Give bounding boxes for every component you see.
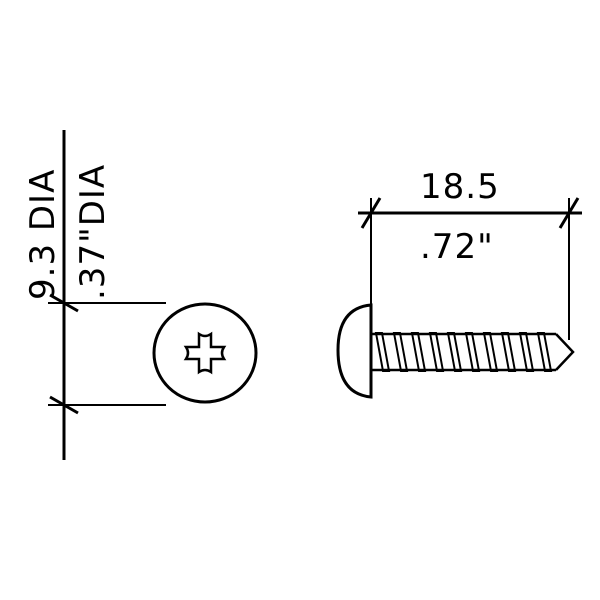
head-outline [152,302,258,404]
thread-crest [446,332,463,372]
thread-crest [374,332,391,372]
thread-crest [428,332,445,372]
diameter-arrow-bottom [49,395,79,415]
head-diameter-dimension: 9.3 DIA .37"DIA [23,130,166,460]
thread-crest [500,332,517,372]
diameter-arrow-top [49,293,79,313]
thread-crest [536,332,553,372]
length-arrow-right [558,197,580,229]
diameter-metric-label: 9.3 DIA [23,169,63,300]
screw-head-top-view [152,302,258,404]
screw-head-profile [336,303,373,399]
thread-crest [518,332,535,372]
thread-crest [482,332,499,372]
length-imperial-label: .72" [420,227,494,267]
phillips-recess-icon [183,331,227,375]
thread-crest [410,332,427,372]
screw-threads [374,332,553,372]
length-dimension: 18.5 .72" [358,167,582,340]
diameter-imperial-label: .37"DIA [73,164,113,300]
screw-tip [555,333,575,371]
length-metric-label: 18.5 [420,167,500,207]
length-arrow-left [360,197,382,229]
thread-crest [392,332,409,372]
thread-crest [464,332,481,372]
screw-side-view [336,303,575,399]
